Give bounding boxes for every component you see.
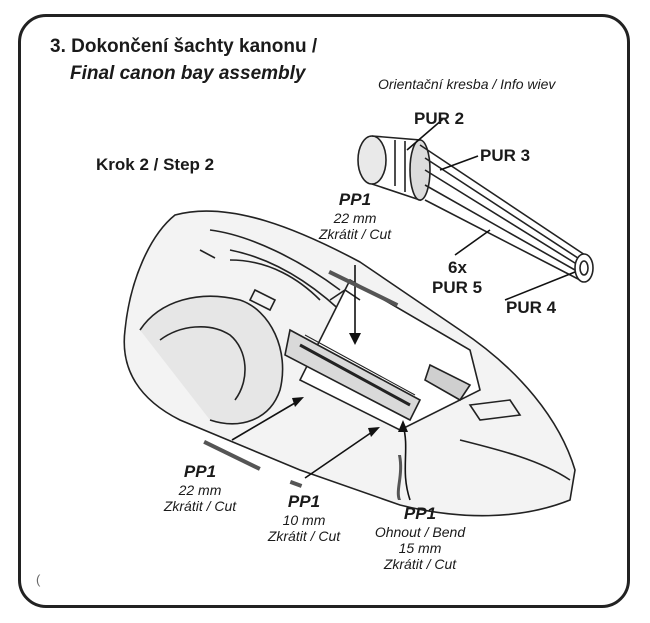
callout-line1: Ohnout / Bend	[374, 524, 466, 540]
callout-line1: 10 mm	[282, 512, 326, 528]
gun-drawing	[357, 135, 594, 283]
label-pur4: PUR 4	[506, 298, 557, 317]
callout-part: PP1	[338, 190, 372, 209]
title-english: Final canon bay assembly	[70, 63, 306, 84]
callout-part: PP1	[287, 492, 321, 511]
callout-pp1-right: PP1 Ohnout / Bend 15 mm Zkrátit / Cut	[370, 504, 470, 572]
callout-line1: 22 mm	[178, 482, 222, 498]
info-view-label: Orientační kresba / Info wiev	[378, 76, 556, 92]
callout-pp1-left: PP1 22 mm Zkrátit / Cut	[150, 462, 250, 514]
instruction-frame	[18, 14, 630, 608]
label-pur2: PUR 2	[414, 109, 465, 128]
callout-line2: Zkrátit / Cut	[267, 528, 341, 544]
label-pur5-qty: 6x	[448, 258, 467, 277]
callout-line2: Zkrátit / Cut	[163, 498, 237, 514]
callout-pp1-top: PP1 22 mm Zkrátit / Cut	[305, 190, 405, 242]
arrow-heads	[292, 333, 408, 437]
label-pur5: PUR 5	[432, 278, 483, 297]
callout-line2: 15 mm	[398, 540, 442, 556]
title-czech: 3. Dokončení šachty kanonu /	[50, 36, 318, 57]
callout-pp1-middle: PP1 10 mm Zkrátit / Cut	[254, 492, 354, 544]
step-label: Krok 2 / Step 2	[96, 155, 215, 174]
pe-strips	[203, 270, 403, 500]
callout-part: PP1	[403, 504, 437, 523]
callout-line2: Zkrátit / Cut	[318, 226, 392, 242]
label-pur3: PUR 3	[480, 146, 531, 165]
page-fragment: (	[36, 572, 41, 587]
fuselage-drawing	[123, 210, 576, 517]
callout-line3: Zkrátit / Cut	[383, 556, 457, 572]
callout-line1: 22 mm	[333, 210, 377, 226]
callout-part: PP1	[183, 462, 217, 481]
